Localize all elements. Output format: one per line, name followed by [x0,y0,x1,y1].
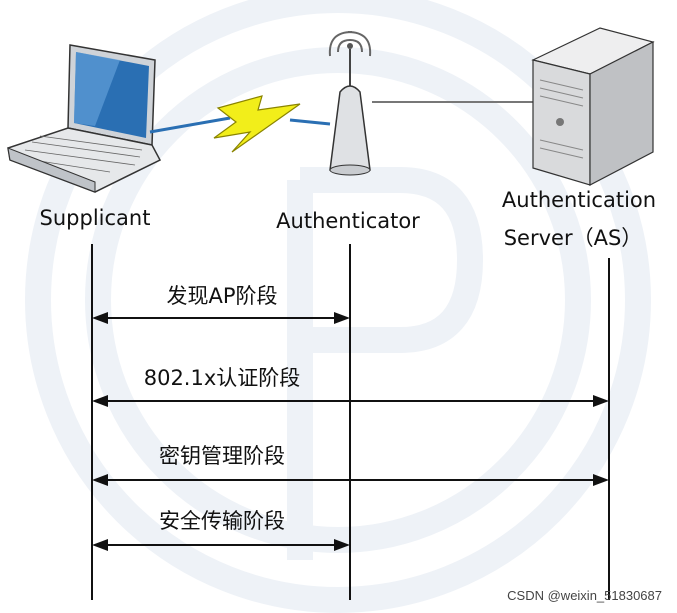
server-label-line2: Server（AS） [504,226,643,250]
server-label-line1: Authentication [502,188,656,212]
arrow-head-right [593,395,609,407]
wireless-link [149,95,331,153]
background-watermark [25,0,651,613]
access-point-icon [328,31,372,176]
phase-label: 密钥管理阶段 [159,444,285,468]
arrow-head-left [92,395,108,407]
arrow-head-right [593,474,609,486]
arrow-head-left [92,539,108,551]
authenticator-label: Authenticator [276,209,420,233]
server-tower-icon [531,27,655,186]
supplicant-label: Supplicant [40,206,151,230]
arrow-head-left [92,312,108,324]
phase-label: 安全传输阶段 [159,509,285,533]
lightning-bolt-icon [213,95,301,153]
phase-secure-transfer: 安全传输阶段 [92,509,350,551]
phase-8021x-auth: 802.1x认证阶段 [92,366,609,407]
laptop-icon [7,44,162,193]
phase-label: 802.1x认证阶段 [144,366,301,390]
phase-discover-ap: 发现AP阶段 [92,284,350,324]
phase-label: 发现AP阶段 [166,284,277,308]
credit-text: CSDN @weixin_51830687 [507,588,662,603]
arrow-head-left [92,474,108,486]
phase-key-management: 密钥管理阶段 [92,444,609,486]
arrow-head-right [334,539,350,551]
arrow-head-right [334,312,350,324]
